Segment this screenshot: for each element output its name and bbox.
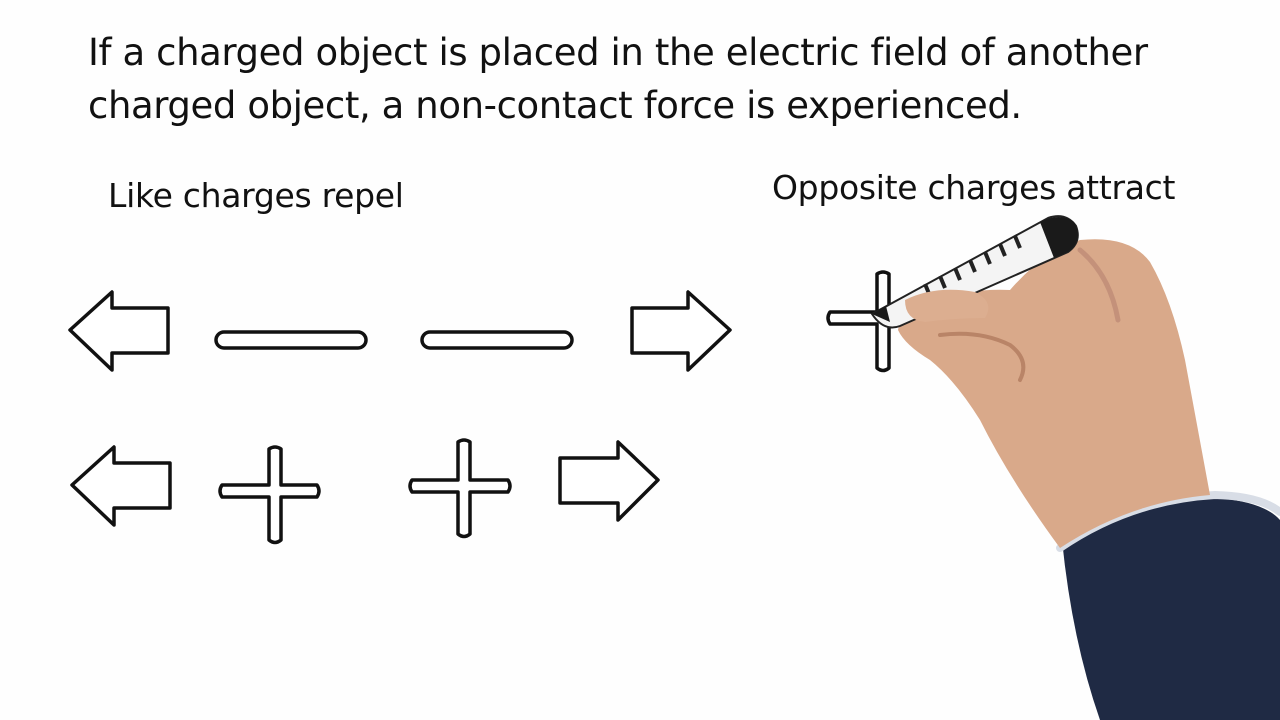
positive-charge-symbol [408, 438, 512, 539]
hand-with-marker [870, 215, 1280, 720]
finger-shade [1077, 247, 1121, 323]
statement-text: If a charged object is placed in the ele… [88, 26, 1208, 132]
like-charges-label: Like charges repel [108, 176, 404, 215]
right-arrow-icon [630, 290, 732, 372]
thumb [905, 289, 989, 322]
positive-charge-symbol [218, 445, 321, 545]
knuckle-shade [938, 331, 1026, 382]
right-arrow-icon [558, 440, 660, 522]
positive-charge-symbol [826, 270, 907, 373]
statement-line-2: charged object, a non-contact force is e… [88, 84, 1022, 127]
negative-charge-symbol [214, 330, 368, 350]
opposite-charges-label: Opposite charges attract [772, 168, 1176, 207]
negative-charge-symbol [420, 330, 574, 350]
statement-line-1: If a charged object is placed in the ele… [88, 31, 1148, 74]
sleeve [1062, 498, 1280, 720]
left-arrow-icon [68, 290, 170, 372]
left-arrow-icon [70, 445, 172, 527]
